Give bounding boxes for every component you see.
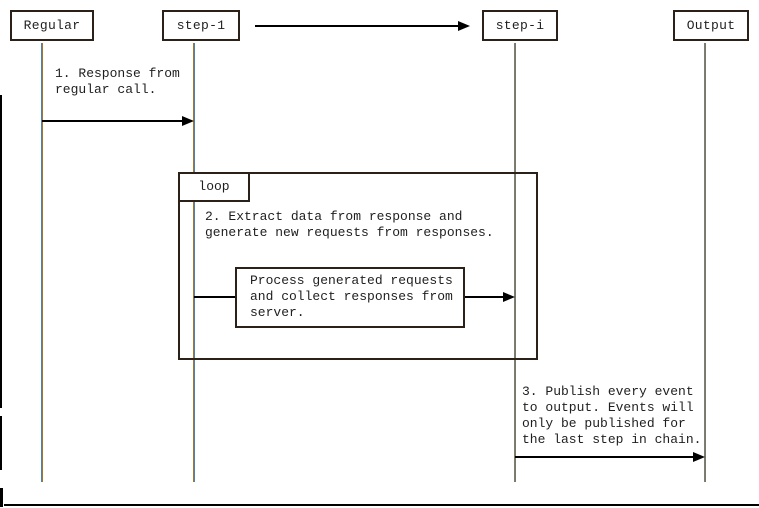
participant-box-output: Output <box>673 10 749 41</box>
process-box: Process generated requests and collect r… <box>235 267 465 328</box>
arrowhead-right-icon <box>458 21 470 31</box>
message-3-text: 3. Publish every event to output. Events… <box>522 384 702 447</box>
left-edge-border-segment <box>0 488 3 507</box>
arrow-processbox-to-stepi-line <box>465 296 503 298</box>
arrowhead-right-icon <box>182 116 194 126</box>
lifeline-step-1 <box>193 43 195 482</box>
participant-box-step-i: step-i <box>482 10 558 41</box>
message-2-text: 2. Extract data from response and genera… <box>205 209 494 240</box>
left-edge-border-segment <box>0 95 2 408</box>
lifeline-output <box>704 43 706 482</box>
lifeline-step-i <box>514 43 516 482</box>
loop-frame <box>178 172 538 360</box>
participant-box-regular: Regular <box>10 10 94 41</box>
left-edge-border-segment <box>0 416 2 470</box>
lifeline-regular <box>41 43 43 482</box>
participant-box-step-1: step-1 <box>162 10 240 41</box>
arrowhead-right-icon <box>503 292 515 302</box>
message-1-text: 1. Response from regular call. <box>55 66 180 97</box>
connector-step1-to-processbox <box>194 296 235 298</box>
bottom-edge-border-line <box>4 504 759 506</box>
message-1-arrow-line <box>42 120 183 122</box>
arrow-step1-to-stepi-line <box>255 25 459 27</box>
arrowhead-right-icon <box>693 452 705 462</box>
message-3-arrow-line <box>515 456 693 458</box>
loop-label: loop <box>178 172 250 202</box>
